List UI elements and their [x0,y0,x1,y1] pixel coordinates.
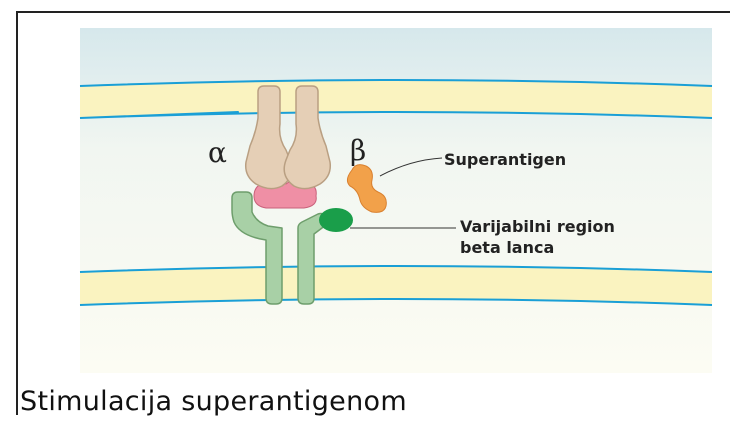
variable-region-label-line1: Varijabilni region [460,216,615,237]
beta-label: β [350,134,366,167]
superantigen-label: Superantigen [444,149,566,170]
variable-region-label-line2: beta lanca [460,237,554,258]
alpha-label: α [208,136,227,169]
figure-caption: Stimulacija superantigenom [20,386,407,417]
variable-region-shape [319,208,353,232]
